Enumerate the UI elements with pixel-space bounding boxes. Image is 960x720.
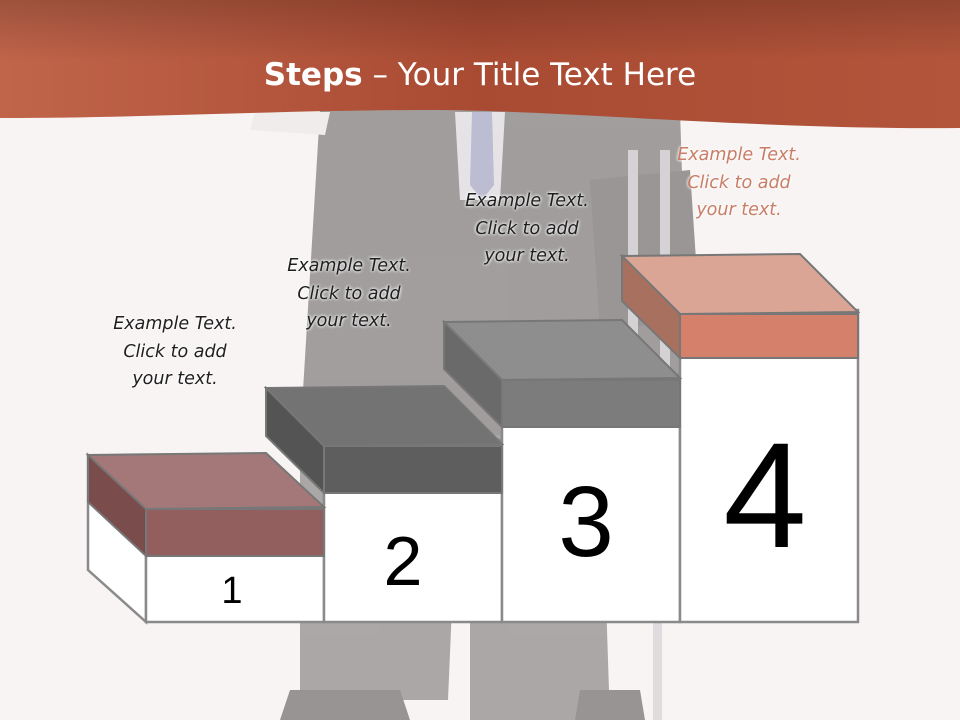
step-1-number: 1 (221, 570, 243, 612)
header-band (0, 0, 960, 129)
step-2-lid (263, 384, 505, 496)
step-1-lid (85, 451, 327, 559)
caption-line: Click to add (123, 341, 227, 362)
step-4-lid (619, 252, 861, 361)
step-2-number: 2 (383, 522, 423, 600)
step-4-caption[interactable]: Example Text. Click to add your text. (654, 142, 824, 225)
step-1-caption[interactable]: Example Text. Click to add your text. (90, 311, 260, 394)
caption-line: Example Text. (465, 191, 589, 211)
caption-line: Click to add (297, 283, 401, 304)
caption-line: Example Text. (113, 314, 237, 334)
step-4-number: 4 (723, 411, 807, 579)
caption-line: Example Text. (677, 145, 801, 165)
caption-line: your text. (132, 369, 218, 389)
title-rest-text: – Your Title Text Here (362, 57, 697, 93)
step-3-caption[interactable]: Example Text. Click to add your text. (442, 188, 612, 271)
caption-line: Click to add (475, 218, 579, 239)
caption-line: your text. (484, 246, 570, 266)
caption-line: Example Text. (287, 256, 411, 276)
step-3-number: 3 (558, 466, 614, 578)
title-bold-text: Steps (263, 57, 363, 93)
step-2-caption[interactable]: Example Text. Click to add your text. (264, 253, 434, 336)
caption-line: Click to add (687, 172, 791, 193)
caption-line: your text. (696, 200, 782, 220)
caption-line: your text. (306, 311, 392, 331)
step-3-lid (441, 318, 683, 430)
slide-title[interactable]: Steps – Your Title Text Here (0, 52, 960, 98)
